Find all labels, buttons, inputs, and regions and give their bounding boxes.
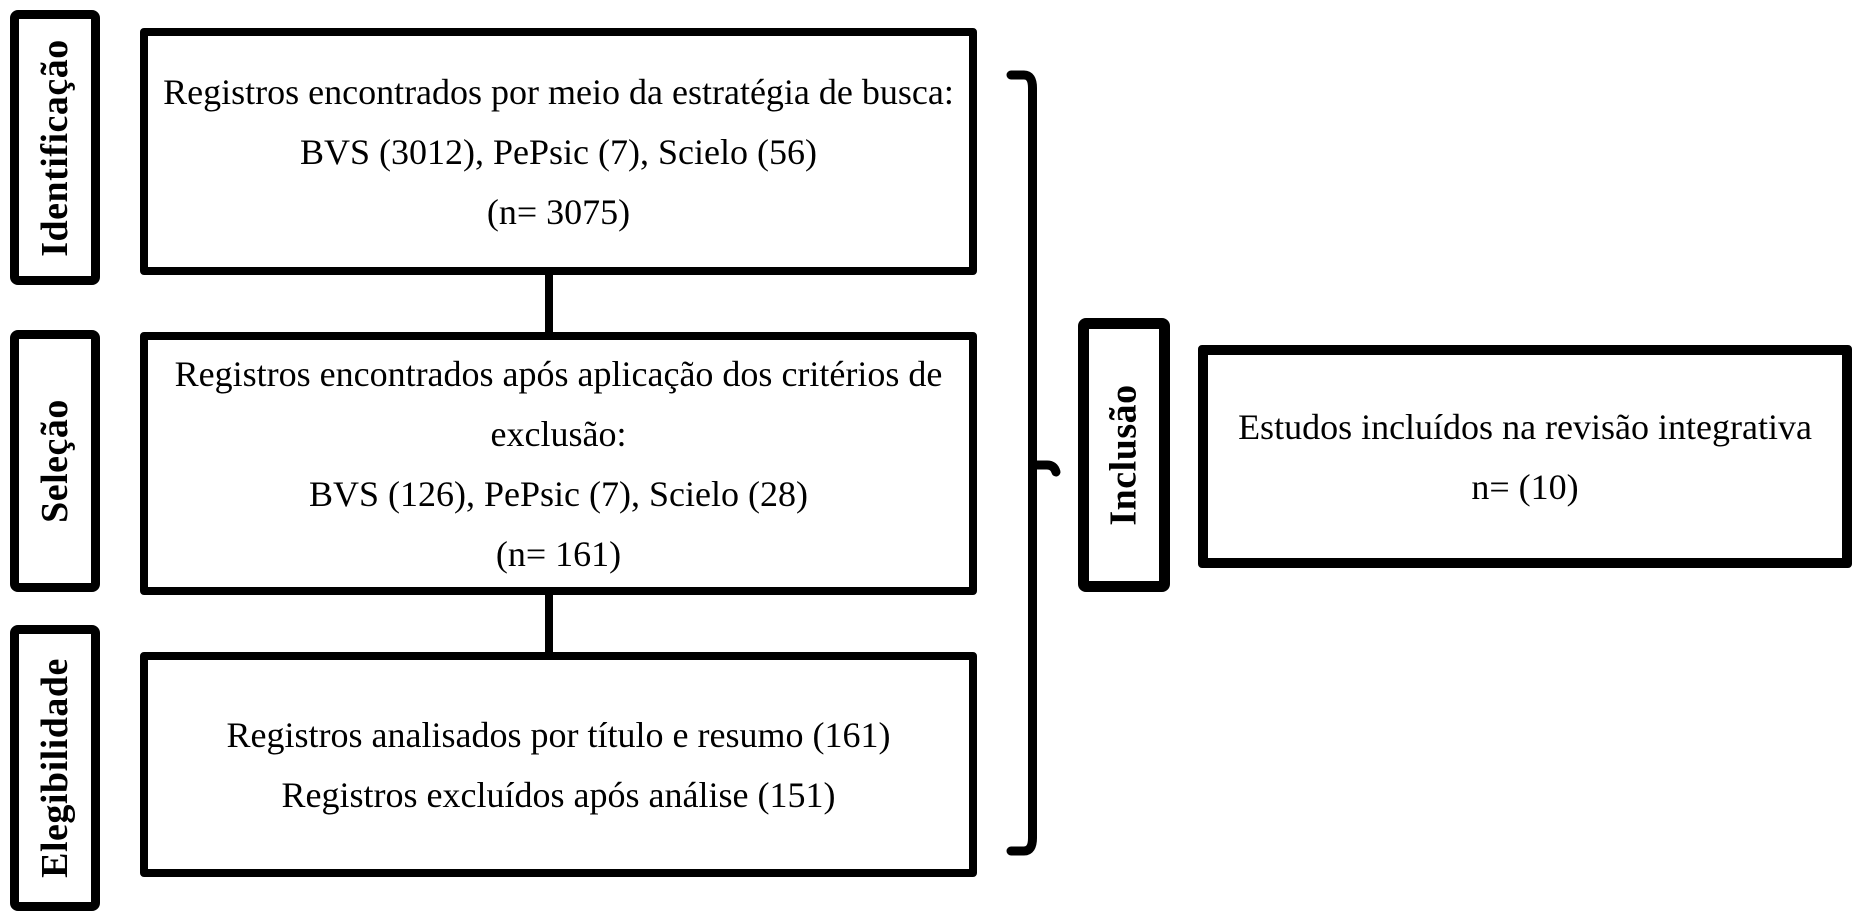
- box-included-studies: Estudos incluídos na revisão integrativa…: [1198, 345, 1852, 568]
- selection-line-1: Registros encontrados após aplicação dos…: [174, 353, 943, 394]
- eligibility-line-2: Registros excluídos após análise (151): [281, 774, 836, 815]
- stage-box-inclusion: Inclusão: [1078, 318, 1170, 592]
- inclusion-line-1: Estudos incluídos na revisão integrativa: [1238, 406, 1812, 447]
- stage-label-selection: Seleção: [34, 399, 77, 523]
- selection-line-4: (n= 161): [495, 533, 622, 574]
- inclusion-line-2: n= (10): [1471, 466, 1579, 507]
- curly-brace-connector: [1006, 70, 1061, 856]
- box-eligibility-records: Registros analisados por título e resumo…: [140, 652, 977, 877]
- stage-box-identification: Identificação: [10, 10, 100, 285]
- identification-line-3: (n= 3075): [486, 191, 631, 232]
- selection-line-2: exclusão:: [490, 413, 627, 454]
- stage-box-eligibility: Elegibilidade: [10, 625, 100, 911]
- box-selection-records: Registros encontrados após aplicação dos…: [140, 332, 977, 595]
- selection-line-3: BVS (126), PePsic (7), Scielo (28): [309, 473, 808, 514]
- connector-identification-to-selection: [545, 272, 553, 336]
- stage-box-selection: Seleção: [10, 330, 100, 592]
- box-identification-records: Registros encontrados por meio da estrat…: [140, 28, 977, 275]
- eligibility-line-1: Registros analisados por título e resumo…: [226, 714, 891, 755]
- stage-label-eligibility: Elegibilidade: [34, 658, 76, 878]
- identification-line-1: Registros encontrados por meio da estrat…: [163, 71, 954, 112]
- identification-line-2: BVS (3012), PePsic (7), Scielo (56): [300, 131, 817, 172]
- connector-selection-to-eligibility: [545, 589, 553, 656]
- stage-label-identification: Identificação: [34, 38, 77, 257]
- stage-label-inclusion: Inclusão: [1103, 384, 1145, 526]
